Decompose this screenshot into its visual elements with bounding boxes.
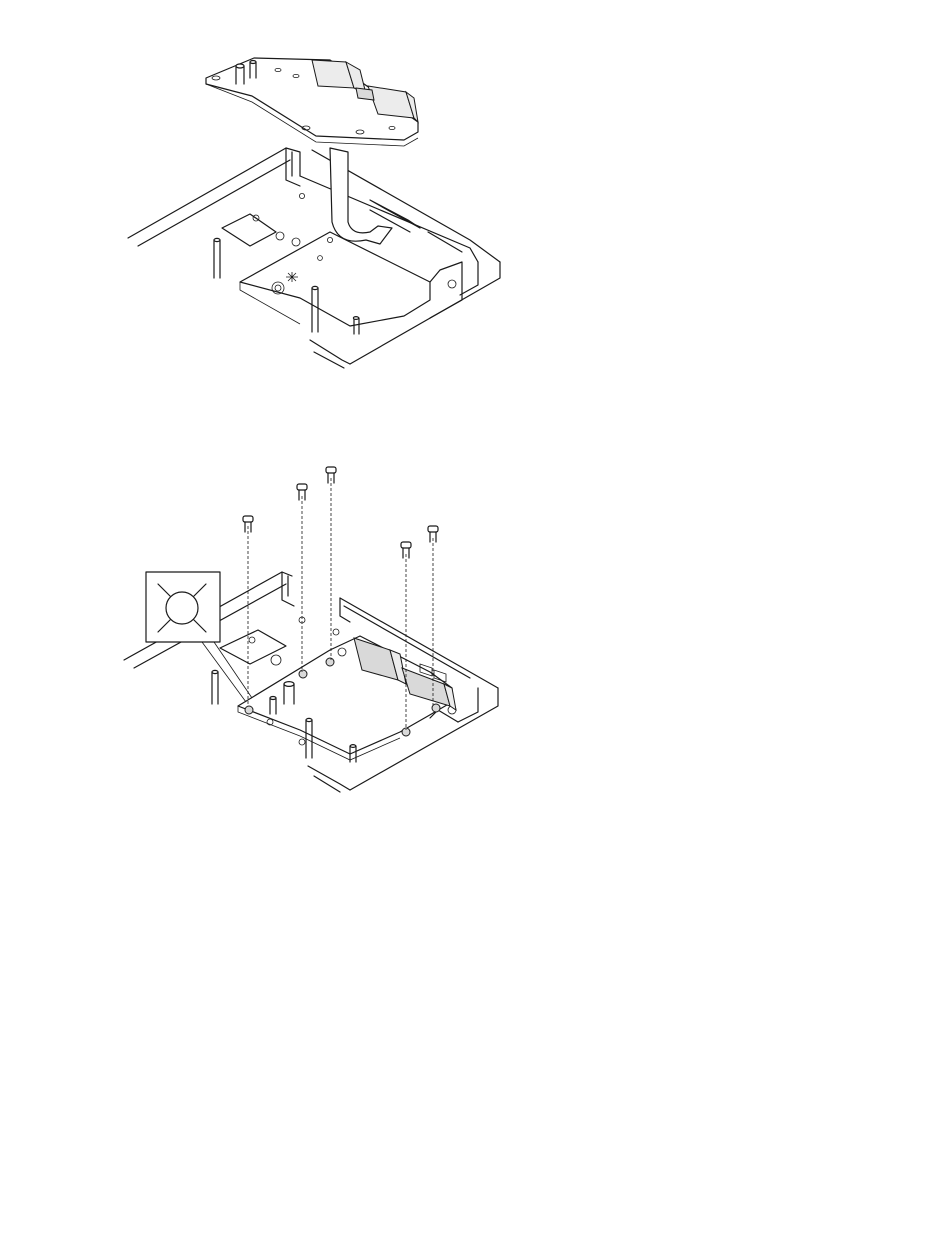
screw-icon bbox=[243, 516, 253, 706]
server-chassis-tray bbox=[128, 148, 500, 368]
screw-icon bbox=[297, 484, 307, 672]
illustration-board-install bbox=[0, 440, 950, 820]
figure-board-install-screws bbox=[0, 440, 950, 820]
system-board bbox=[238, 617, 456, 762]
board-lift-arrow-icon bbox=[330, 148, 392, 244]
system-board bbox=[206, 58, 418, 146]
screw-icon bbox=[326, 467, 336, 660]
figure-board-removal bbox=[0, 0, 950, 400]
screw-hole-callout bbox=[146, 572, 252, 702]
illustration-board-removal bbox=[0, 0, 950, 400]
